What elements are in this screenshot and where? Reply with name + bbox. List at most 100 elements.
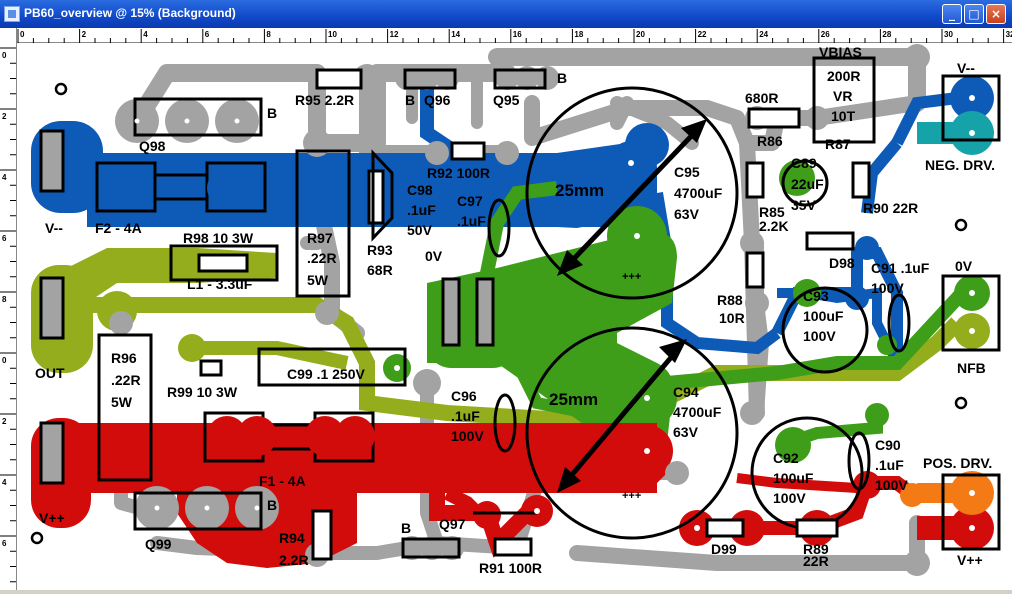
pos-drive-via	[900, 483, 924, 507]
ruler-label: 22	[698, 30, 707, 39]
ruler-label: 32	[1006, 30, 1012, 39]
minimize-button[interactable]: _	[942, 4, 962, 24]
label-out: OUT	[35, 365, 65, 381]
label-v-minus-connector: V--	[957, 60, 975, 76]
ruler-label: 4	[143, 30, 148, 39]
ruler-label: 6	[2, 234, 7, 243]
label-pos-drv: POS. DRV.	[923, 455, 992, 471]
label-dimension-25mm-bottom: 25mm	[549, 390, 598, 409]
label-vr-turns: 10T	[831, 108, 856, 124]
label-q97-b: B	[401, 520, 411, 536]
ruler-label: 0	[2, 51, 7, 60]
label-c92-value: 100uF	[773, 470, 814, 486]
ruler-label: 26	[821, 30, 830, 39]
label-neg-drv: NEG. DRV.	[925, 157, 995, 173]
maximize-button[interactable]: □	[964, 4, 984, 24]
label-r88-value: 10R	[719, 310, 745, 326]
label-r96: R96	[111, 350, 137, 366]
label-r87: R87	[825, 136, 851, 152]
label-c90-value: .1uF	[875, 457, 904, 473]
label-r96-value: .22R	[111, 372, 141, 388]
document-icon	[4, 6, 20, 22]
horizontal-ruler[interactable]: 02468101214161820222426283032	[16, 28, 1012, 43]
label-c98-value: .1uF	[407, 202, 436, 218]
label-f1: F1 - 4A	[259, 473, 306, 489]
label-c98-voltage: 50V	[407, 222, 433, 238]
ruler-label: 2	[82, 30, 87, 39]
label-q96-b: B	[405, 92, 415, 108]
label-c91-voltage: 100V	[871, 280, 904, 296]
fuse-f1-pads	[207, 416, 375, 456]
label-d99: D99	[711, 541, 737, 557]
label-vbias: VBIAS	[819, 44, 862, 60]
label-c92: C92	[773, 450, 799, 466]
label-c95: C95	[674, 164, 700, 180]
ruler-label: 0	[20, 30, 25, 39]
label-c94-value: 4700uF	[673, 404, 722, 420]
label-r92: R92 100R	[427, 165, 490, 181]
label-q95: Q95	[493, 92, 520, 108]
label-r85: R85	[759, 204, 785, 220]
ruler-label: 30	[944, 30, 953, 39]
label-l1: L1 - 3.3uF	[187, 276, 253, 292]
ruler-label: 28	[882, 30, 891, 39]
label-r88: R88	[717, 292, 743, 308]
label-c93: C93	[803, 288, 829, 304]
label-v-minus: V--	[45, 220, 63, 236]
ruler-label: 16	[513, 30, 522, 39]
label-r99: R99 10 3W	[167, 384, 238, 400]
label-r90: R90 22R	[863, 200, 918, 216]
label-c93-value: 100uF	[803, 308, 844, 324]
label-c89-value: 22uF	[791, 176, 824, 192]
label-0v-center: 0V	[425, 248, 443, 264]
label-c99: C99 .1 250V	[287, 366, 365, 382]
label-r95: R95 2.2R	[295, 92, 354, 108]
label-r97-power: 5W	[307, 272, 329, 288]
label-c89: C89	[791, 155, 817, 171]
title-bar[interactable]: PB60_overview @ 15% (Background) _ □ ×	[0, 0, 1012, 28]
label-680r: 680R	[745, 90, 778, 106]
label-0v-right: 0V	[955, 258, 973, 274]
label-dimension-25mm-top: 25mm	[555, 181, 604, 200]
horizontal-ruler-ticks: 02468101214161820222426283032	[17, 29, 1012, 43]
label-r93: R93	[367, 242, 393, 258]
label-r89-value: 22R	[803, 553, 829, 569]
label-c96: C96	[451, 388, 477, 404]
label-c90: C90	[875, 437, 901, 453]
pcb-canvas[interactable]: R95 2.2R B Q96 B Q95 VBIAS 200R VR 10T V…	[17, 43, 1012, 590]
ruler-label: 8	[2, 295, 7, 304]
pcb-labels: R95 2.2R B Q96 B Q95 VBIAS 200R VR 10T V…	[35, 44, 995, 576]
label-q99: Q99	[145, 536, 172, 552]
label-q97: Q97	[439, 516, 466, 532]
ruler-label: 6	[2, 539, 7, 548]
label-plus-top: +++	[622, 271, 641, 283]
ruler-label: 2	[2, 112, 7, 121]
pcb-layout: R95 2.2R B Q96 B Q95 VBIAS 200R VR 10T V…	[30, 44, 1001, 576]
fuse-f2-pads	[102, 168, 247, 208]
label-c95-voltage: 63V	[674, 206, 700, 222]
label-vr-value: 200R	[827, 68, 860, 84]
label-plus-bottom: +++	[622, 490, 641, 502]
label-c95-value: 4700uF	[674, 185, 723, 201]
ruler-label: 2	[2, 417, 7, 426]
label-v-plus-connector: V++	[957, 552, 983, 568]
ruler-label: 12	[390, 30, 399, 39]
ruler-label: 4	[2, 173, 7, 182]
label-r97: R97	[307, 230, 333, 246]
label-vr: VR	[833, 88, 852, 104]
ruler-label: 4	[2, 478, 7, 487]
label-c97: C97	[457, 193, 483, 209]
label-r85-value: 2.2K	[759, 218, 789, 234]
close-button[interactable]: ×	[986, 4, 1006, 24]
label-c96-value: .1uF	[451, 408, 480, 424]
positive-rail-traces	[31, 418, 994, 568]
label-r96-power: 5W	[111, 394, 133, 410]
label-c93-voltage: 100V	[803, 328, 836, 344]
label-c94: C94	[673, 384, 699, 400]
label-c97-value: .1uF	[457, 213, 486, 229]
mounting-holes	[30, 82, 968, 545]
label-r93-value: 68R	[367, 262, 393, 278]
